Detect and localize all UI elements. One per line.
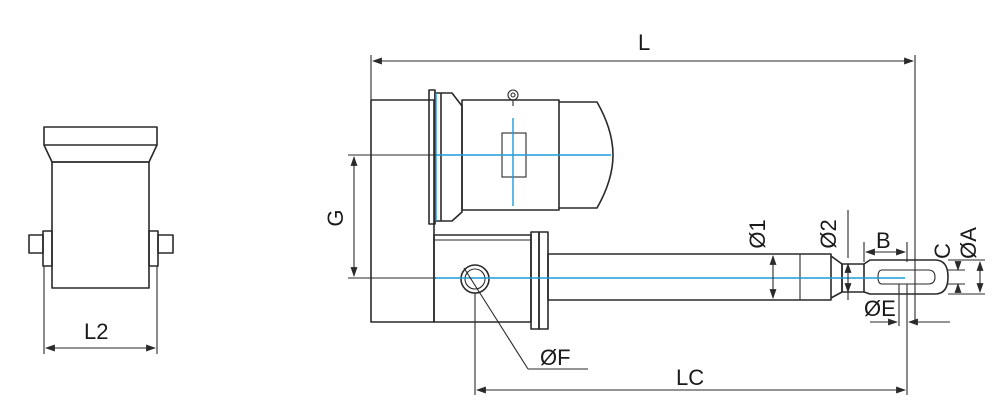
gearbox-housing bbox=[370, 99, 435, 323]
rod-end-clevis bbox=[863, 259, 949, 295]
inner-tube bbox=[547, 253, 832, 301]
center-lines bbox=[434, 93, 905, 279]
front-view bbox=[370, 89, 949, 330]
dim-label-l2: L2 bbox=[84, 319, 108, 344]
dim-label-d1: Ø1 bbox=[745, 219, 770, 248]
dim-label-l: L bbox=[638, 30, 650, 55]
dim-label-df: ØF bbox=[540, 345, 571, 370]
dim-label-b: B bbox=[876, 228, 891, 253]
motor-end-cap bbox=[559, 101, 614, 209]
dim-label-c: C bbox=[930, 243, 955, 259]
dim-label-d2: Ø2 bbox=[816, 219, 841, 248]
dim-label-de: ØE bbox=[864, 296, 896, 321]
dim-label-lc: LC bbox=[676, 365, 704, 390]
dimension-lines bbox=[348, 55, 985, 395]
dim-label-da: ØA bbox=[956, 227, 981, 259]
dim-label-g: G bbox=[323, 209, 348, 226]
side-view: L2 bbox=[28, 126, 174, 354]
dimension-labels: L G Ø1 Ø2 B C ØA ØE ØF LC bbox=[323, 30, 981, 390]
